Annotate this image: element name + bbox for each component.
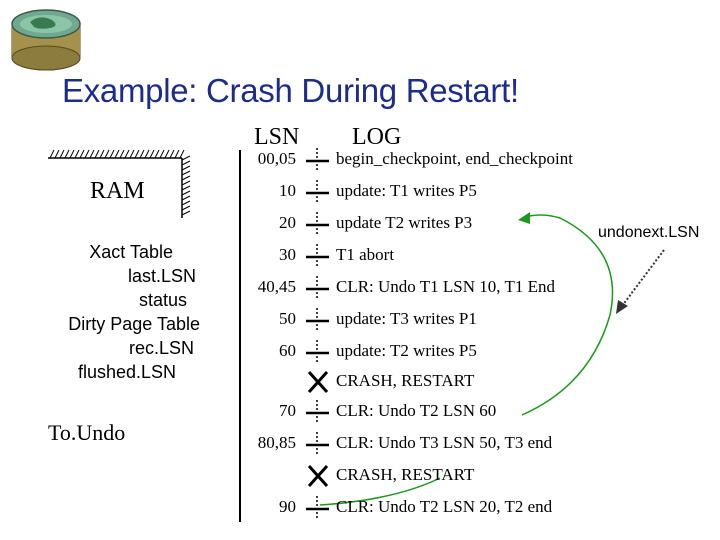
log-row-lsn: 00,05 bbox=[226, 149, 296, 169]
log-header: LOG bbox=[352, 124, 401, 151]
crash-x-icon bbox=[309, 466, 327, 486]
log-tick-marker bbox=[306, 432, 329, 456]
toundo-label: To.Undo bbox=[48, 420, 125, 446]
undonext-arrow-2 bbox=[518, 212, 613, 415]
log-row-lsn: 10 bbox=[226, 181, 296, 201]
log-row-text: CLR: Undo T2 LSN 60 bbox=[336, 401, 496, 421]
log-row-text: CLR: Undo T2 LSN 20, T2 end bbox=[336, 497, 552, 517]
log-tick-marker bbox=[306, 148, 329, 172]
last-lsn-label: last.LSN bbox=[0, 264, 196, 288]
log-row-text: CLR: Undo T1 LSN 10, T1 End bbox=[336, 277, 555, 297]
page-title: Example: Crash During Restart! bbox=[62, 72, 519, 110]
ram-label: RAM bbox=[90, 178, 145, 205]
log-row-lsn: 50 bbox=[226, 309, 296, 329]
log-tick-marker bbox=[306, 276, 329, 300]
log-timeline bbox=[306, 148, 329, 520]
log-row-lsn: 40,45 bbox=[226, 277, 296, 297]
undonext-pointer-arrow bbox=[616, 250, 664, 314]
log-row-text: update: T3 writes P1 bbox=[336, 309, 477, 329]
log-tick-marker bbox=[306, 496, 329, 520]
database-disk-icon bbox=[12, 10, 80, 70]
log-row-text: CLR: Undo T3 LSN 50, T3 end bbox=[336, 433, 552, 453]
log-row-text: update T2 writes P3 bbox=[336, 213, 472, 233]
log-row-lsn: 60 bbox=[226, 341, 296, 361]
crash-x-icon bbox=[309, 372, 327, 392]
log-row-lsn: 30 bbox=[226, 245, 296, 265]
lsn-header: LSN bbox=[254, 124, 299, 151]
log-row-lsn: 90 bbox=[226, 497, 296, 517]
xact-table-label: Xact Table bbox=[0, 240, 173, 264]
log-row-lsn: 20 bbox=[226, 213, 296, 233]
log-row-text: update: T2 writes P5 bbox=[336, 341, 477, 361]
log-tick-marker bbox=[306, 340, 329, 364]
log-row-lsn: 70 bbox=[226, 401, 296, 421]
log-tick-marker bbox=[306, 180, 329, 204]
log-tick-marker bbox=[306, 400, 329, 424]
log-row-text: update: T1 writes P5 bbox=[336, 181, 477, 201]
log-row-lsn: 80,85 bbox=[226, 433, 296, 453]
log-row-text: T1 abort bbox=[336, 245, 394, 265]
dirty-page-table-label: Dirty Page Table bbox=[0, 312, 200, 336]
flushed-lsn-label: flushed.LSN bbox=[0, 360, 176, 384]
status-label: status bbox=[0, 288, 187, 312]
log-row-text: begin_checkpoint, end_checkpoint bbox=[336, 149, 573, 169]
log-tick-marker bbox=[306, 244, 329, 268]
log-tick-marker bbox=[306, 308, 329, 332]
log-tick-marker bbox=[306, 212, 329, 236]
undonext-lsn-label: undonext.LSN bbox=[598, 224, 699, 242]
rec-lsn-label: rec.LSN bbox=[0, 336, 194, 360]
log-row-text: CRASH, RESTART bbox=[336, 465, 474, 485]
log-row-text: CRASH, RESTART bbox=[336, 371, 474, 391]
